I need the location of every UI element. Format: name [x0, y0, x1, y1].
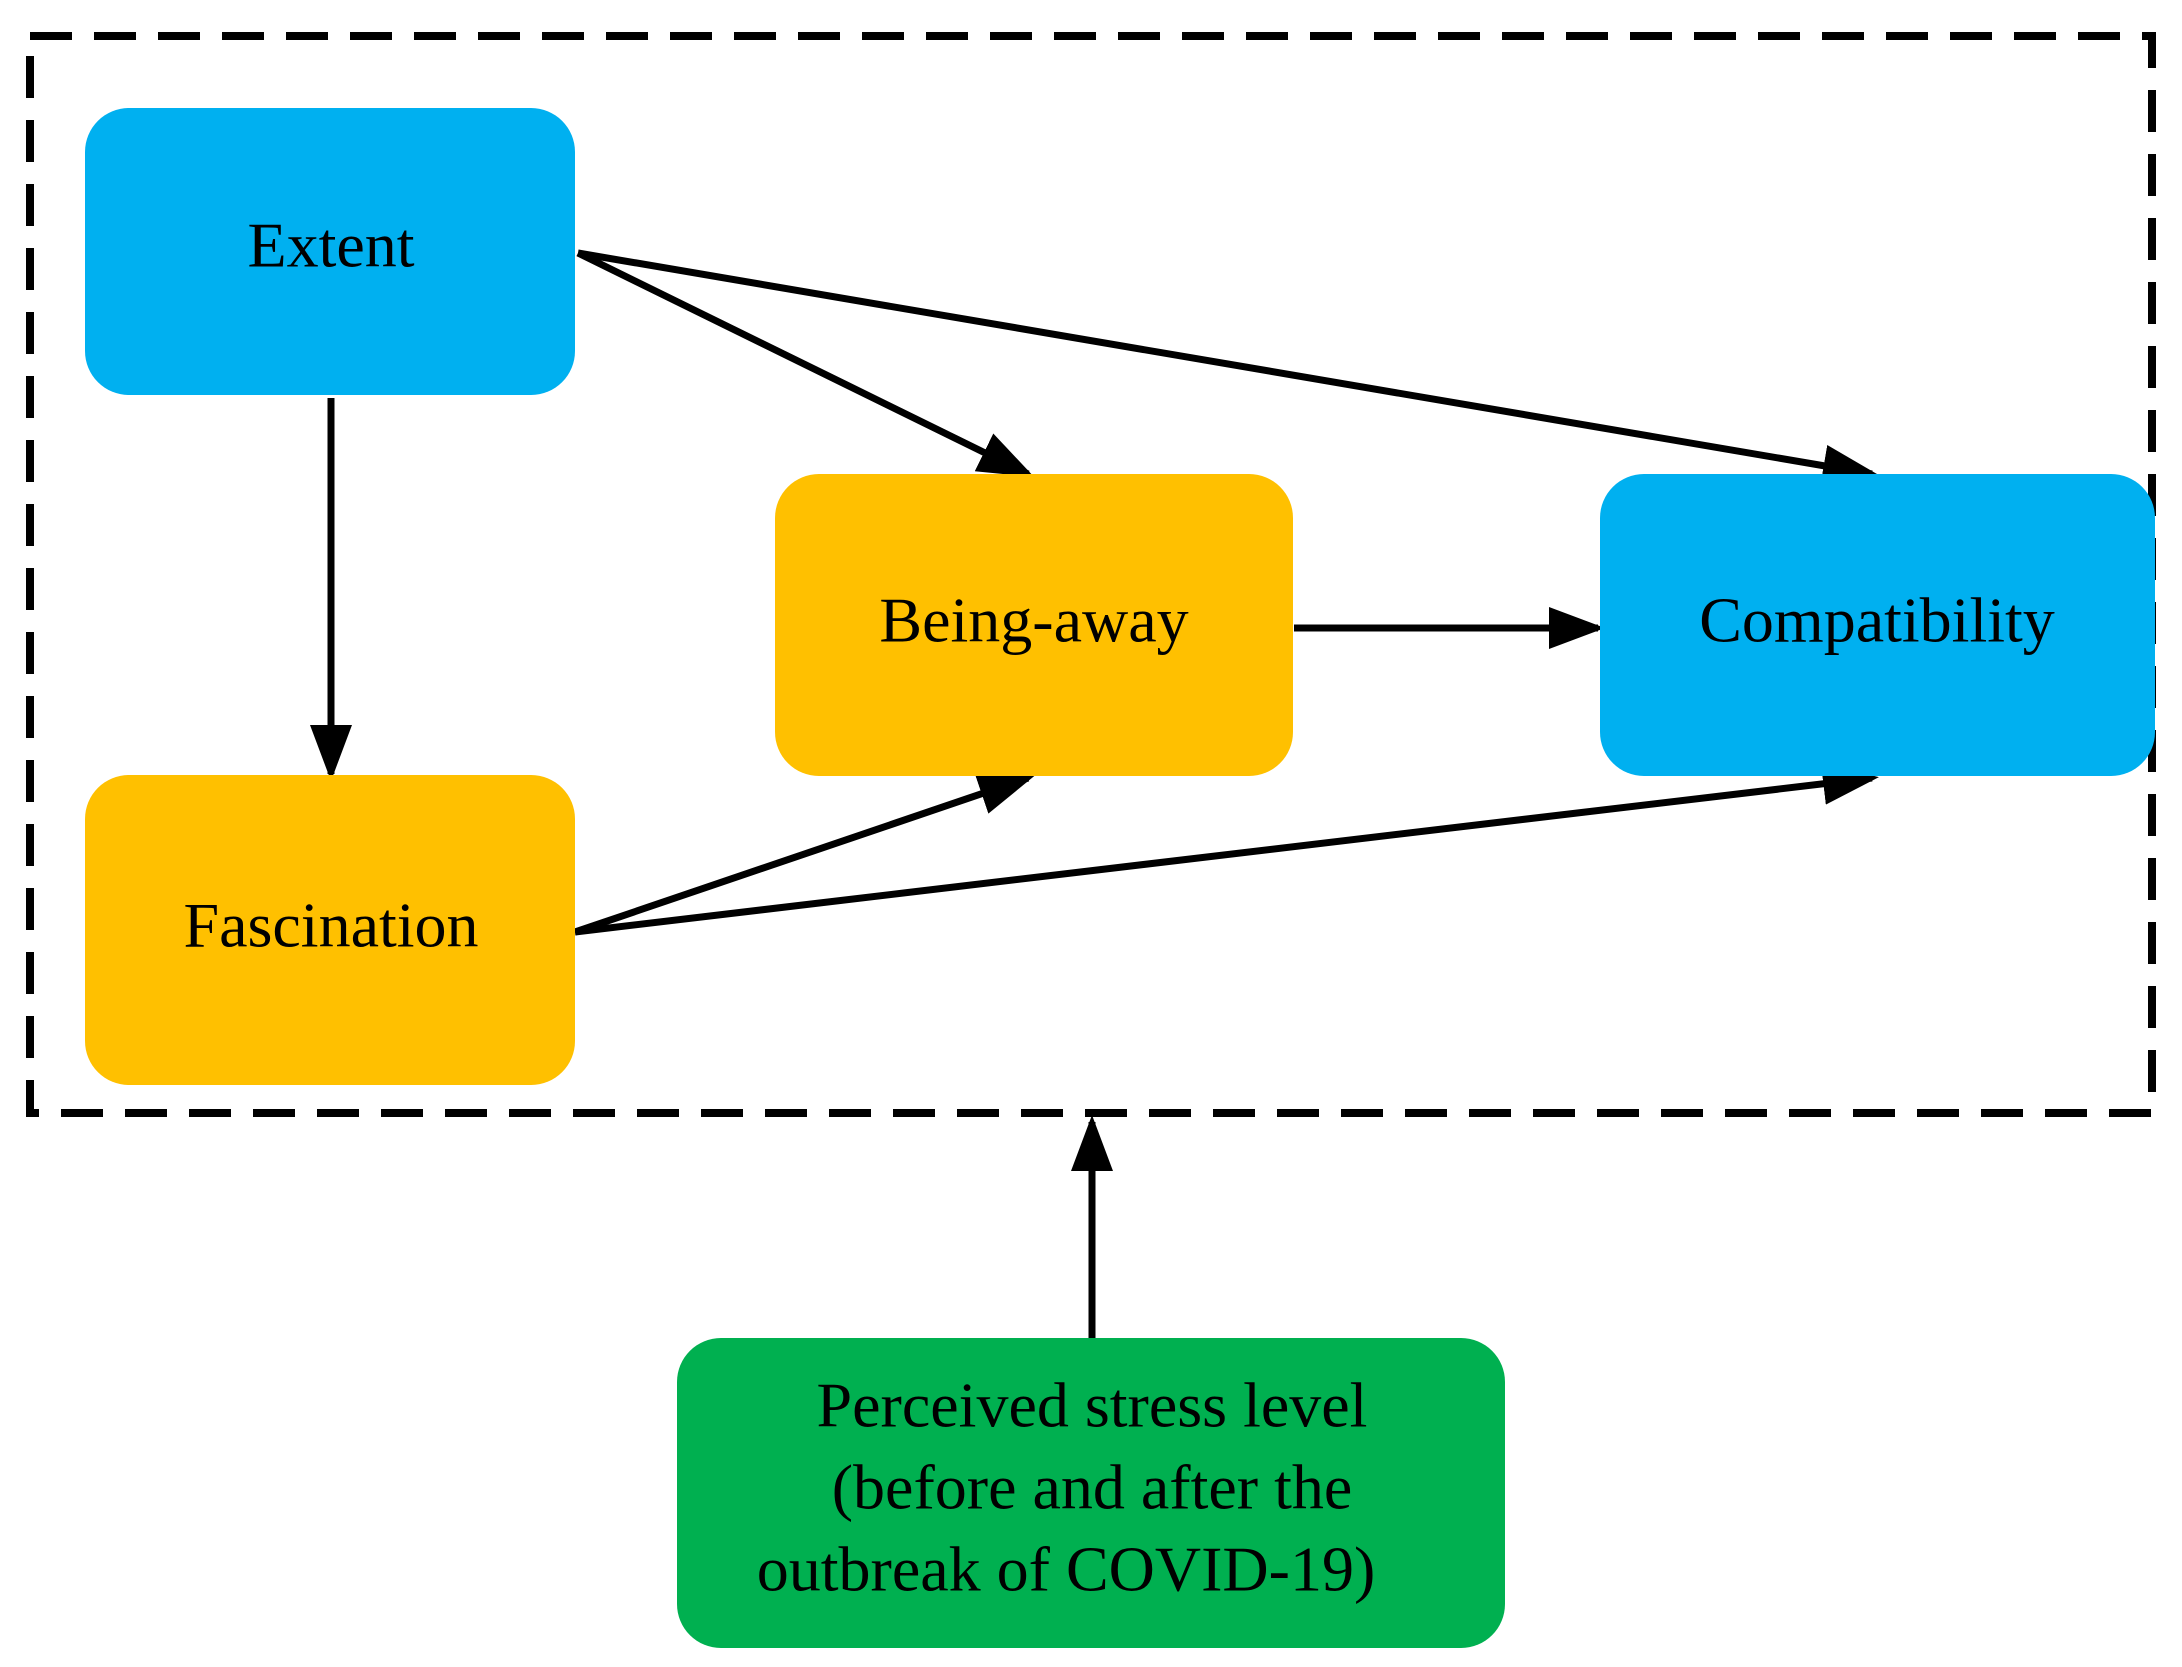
arrow-extent-to-compatibility: [577, 249, 1879, 487]
node-perceived-stress-label-line-3: outbreak of COVID-19): [757, 1534, 1376, 1605]
node-extent-box: [85, 108, 575, 395]
node-being-away-label: Being-away: [879, 585, 1188, 656]
node-compatibility-box: [1600, 474, 2155, 776]
node-perceived-stress-label-line-1: Perceived stress level: [817, 1370, 1368, 1441]
node-perceived-stress: Perceived stress level (before and after…: [677, 1338, 1505, 1648]
node-compatibility: Compatibility: [1600, 474, 2155, 776]
node-extent: Extent: [85, 108, 575, 395]
arrow-fascination-to-being-away: [573, 773, 1035, 936]
node-perceived-stress-label-line-2: (before and after the: [832, 1452, 1353, 1523]
arrow-extent-to-being-away: [576, 249, 1035, 478]
node-fascination-box: [85, 775, 575, 1085]
node-fascination: Fascination: [85, 775, 575, 1085]
node-perceived-stress-box: [677, 1338, 1505, 1648]
node-being-away: Being-away: [775, 474, 1293, 776]
arrow-fascination-to-compatibility: [574, 762, 1879, 936]
node-extent-label: Extent: [247, 210, 414, 281]
node-compatibility-label: Compatibility: [1699, 585, 2055, 656]
node-being-away-box: [775, 474, 1293, 776]
node-fascination-label: Fascination: [183, 890, 478, 961]
